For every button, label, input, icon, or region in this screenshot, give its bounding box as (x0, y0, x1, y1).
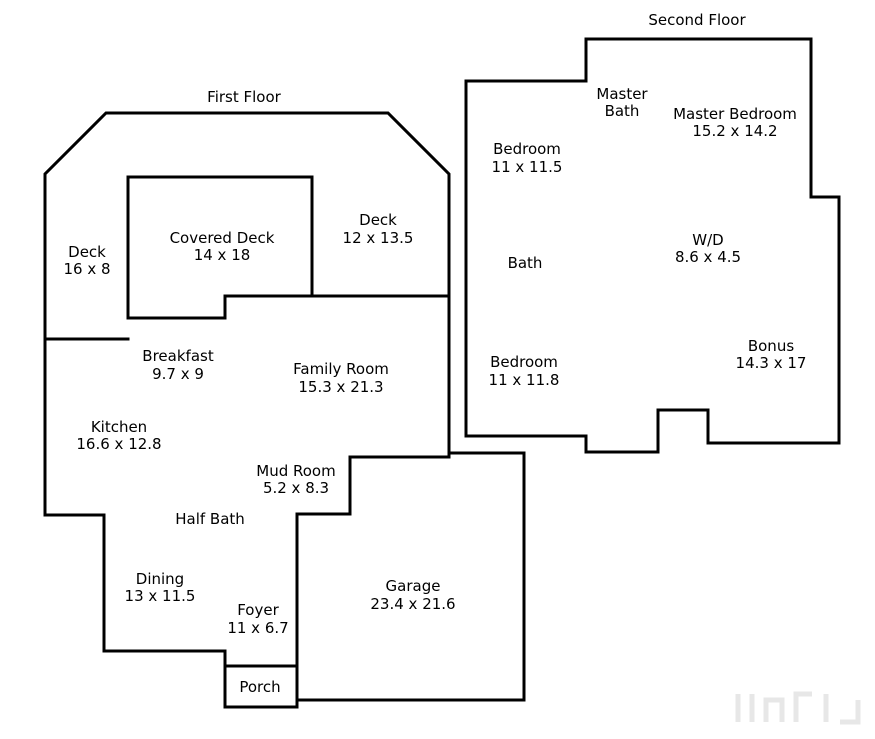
room-name: Bonus (748, 337, 794, 355)
room-breakfast: Breakfast 9.7 x 9 (142, 347, 214, 383)
room-size: 11 x 6.7 (227, 619, 288, 637)
room-name-line2: Bath (605, 102, 640, 120)
room-size: 14 x 18 (194, 246, 251, 264)
room-deck-left: Deck 16 x 8 (63, 243, 110, 278)
room-size: 23.4 x 21.6 (370, 595, 455, 613)
room-size: 5.2 x 8.3 (263, 479, 329, 497)
room-name: Breakfast (142, 347, 214, 365)
room-garage: Garage 23.4 x 21.6 (370, 577, 455, 613)
room-size: 8.6 x 4.5 (675, 248, 741, 266)
covered-deck-wall (126, 175, 314, 320)
family-room-right-wall (295, 294, 451, 702)
porch-wall (223, 664, 299, 709)
room-name: Bedroom (490, 353, 558, 371)
breakfast-step-wall (126, 294, 451, 320)
room-master-bedroom: Master Bedroom 15.2 x 14.2 (673, 105, 797, 140)
room-size: 12 x 13.5 (343, 229, 414, 247)
room-porch: Porch (239, 678, 280, 696)
room-name-line1: Master (596, 85, 648, 103)
second-floor-walls (464, 37, 841, 454)
room-master-bath: Master Bath (596, 85, 648, 120)
room-name: Covered Deck (170, 229, 275, 247)
room-name: Porch (239, 678, 280, 696)
room-foyer: Foyer 11 x 6.7 (227, 601, 288, 637)
room-bath: Bath (508, 254, 543, 272)
room-size: 16 x 8 (63, 260, 110, 278)
room-mud-room: Mud Room 5.2 x 8.3 (256, 462, 335, 497)
room-size: 15.3 x 21.3 (298, 378, 383, 396)
room-size: 11 x 11.5 (492, 158, 563, 176)
room-size: 9.7 x 9 (152, 365, 204, 383)
deck-outline-wall (43, 111, 451, 341)
room-deck-right: Deck 12 x 13.5 (343, 211, 414, 247)
room-name: Foyer (237, 601, 279, 619)
first-floor-walls (43, 111, 526, 709)
room-name: Kitchen (91, 418, 147, 436)
room-name: Bath (508, 254, 543, 272)
room-family-room: Family Room 15.3 x 21.3 (293, 360, 389, 396)
garage-wall (295, 451, 526, 702)
room-bonus: Bonus 14.3 x 17 (736, 337, 807, 372)
room-kitchen: Kitchen 16.6 x 12.8 (76, 418, 161, 453)
room-half-bath: Half Bath (175, 510, 245, 528)
room-dining: Dining 13 x 11.5 (125, 570, 196, 605)
room-name: Master Bedroom (673, 105, 797, 123)
room-name: Family Room (293, 360, 389, 378)
room-name: Dining (136, 570, 184, 588)
room-name: Garage (386, 577, 441, 595)
room-name: Half Bath (175, 510, 245, 528)
room-wd: W/D 8.6 x 4.5 (675, 231, 741, 266)
second-floor-title: Second Floor (648, 11, 746, 29)
room-size: 15.2 x 14.2 (692, 122, 777, 140)
room-name: W/D (692, 231, 723, 249)
room-name: Deck (359, 211, 397, 229)
room-covered-deck: Covered Deck 14 x 18 (170, 229, 275, 264)
watermark-logo (735, 691, 861, 725)
room-bedroom-top: Bedroom 11 x 11.5 (492, 140, 563, 176)
room-bedroom-bottom: Bedroom 11 x 11.8 (489, 353, 560, 389)
room-size: 16.6 x 12.8 (76, 435, 161, 453)
room-size: 13 x 11.5 (125, 587, 196, 605)
room-name: Bedroom (493, 140, 561, 158)
room-size: 11 x 11.8 (489, 371, 560, 389)
first-floor-title: First Floor (207, 88, 281, 106)
second-floor-outline-wall (464, 37, 841, 454)
room-name: Mud Room (256, 462, 335, 480)
room-name: Deck (68, 243, 106, 261)
room-size: 14.3 x 17 (736, 354, 807, 372)
